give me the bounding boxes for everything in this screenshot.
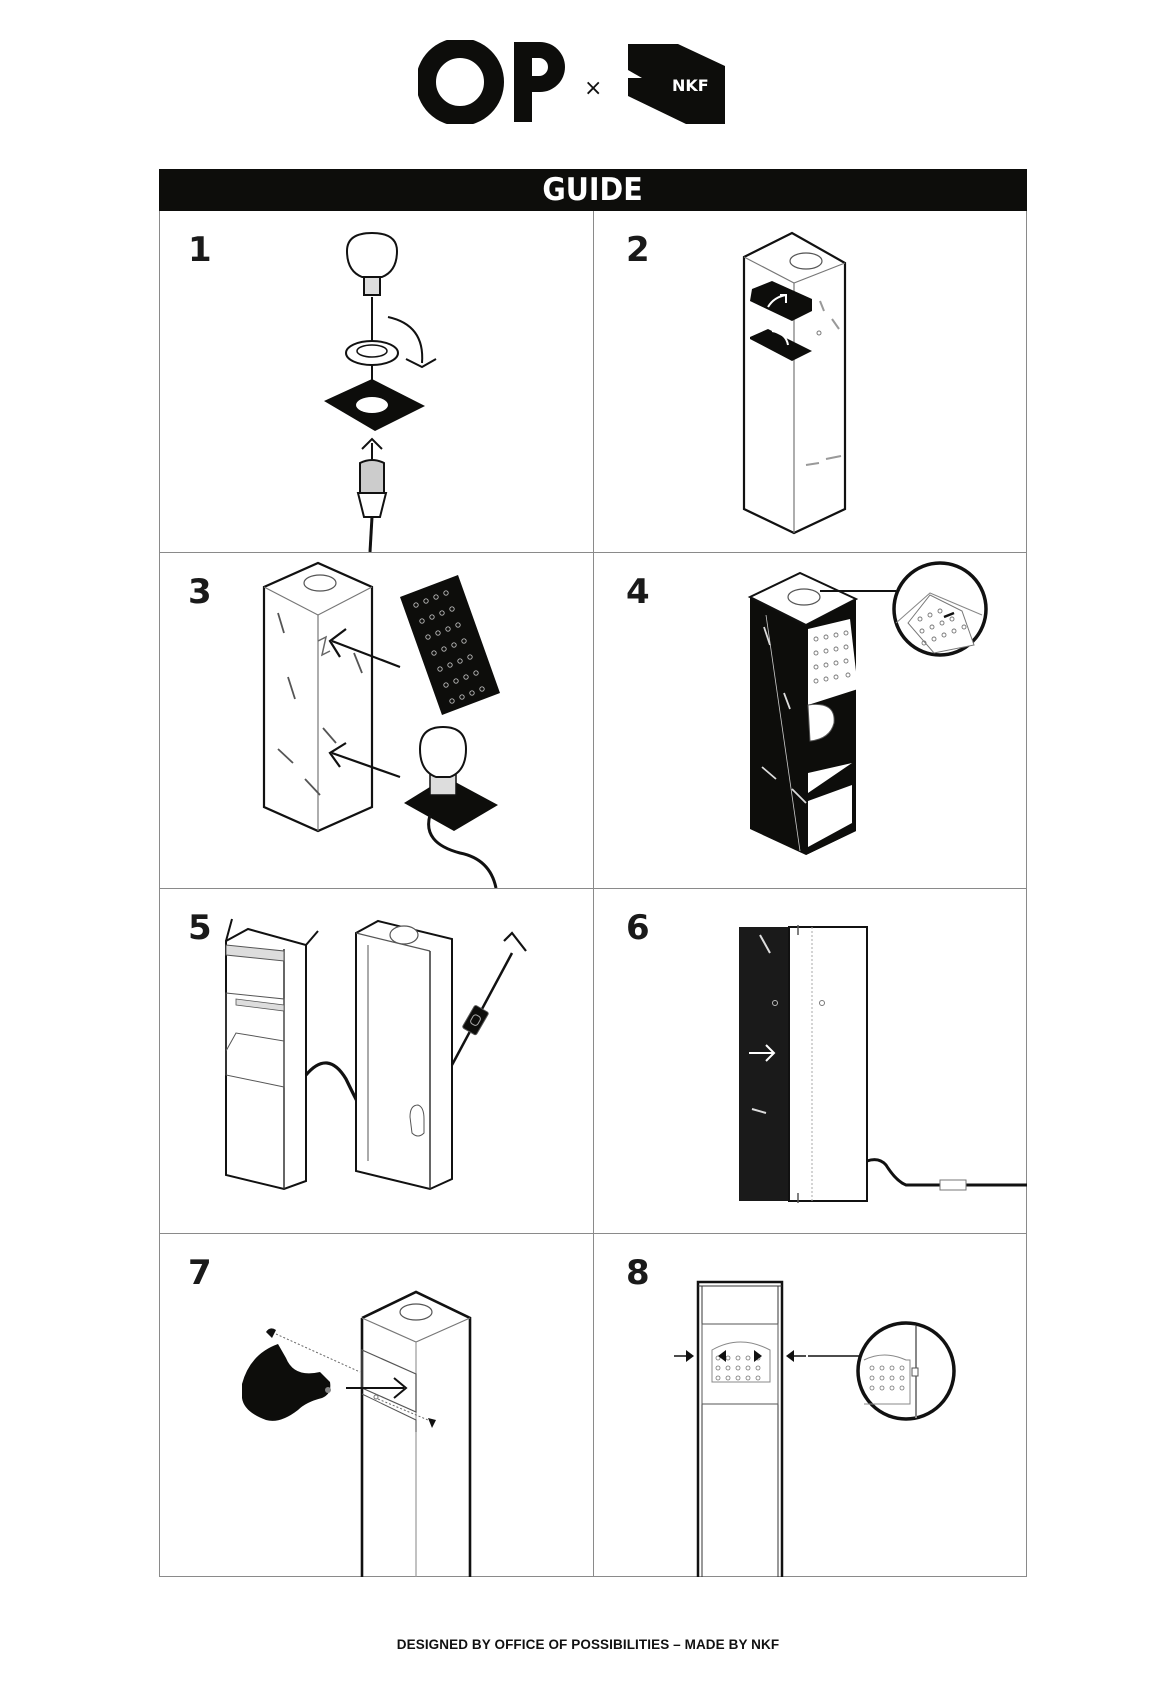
inline-switch-icon <box>939 1179 967 1191</box>
screw-icon <box>266 1328 361 1373</box>
screw-icon <box>373 1394 436 1428</box>
step-4-illustration <box>747 561 988 855</box>
top-tab <box>750 281 812 321</box>
step-number: 3 <box>188 572 212 612</box>
step-number: 2 <box>626 230 650 270</box>
step-8-illustration <box>674 1280 956 1577</box>
cover-panel <box>739 927 789 1201</box>
step-1-illustration <box>324 231 437 552</box>
step-panel-2: 2 <box>594 211 1027 552</box>
step-number: 4 <box>626 572 650 612</box>
open-housing-left <box>225 918 319 1191</box>
bottom-tab <box>750 329 812 361</box>
step-number: 1 <box>188 230 212 270</box>
step-panel-6: 6 <box>594 889 1027 1233</box>
step-5-illustration <box>225 918 527 1191</box>
up-arrow-icon <box>361 437 383 450</box>
step-panel-1: 1 <box>160 211 593 552</box>
step-number: 6 <box>626 908 650 948</box>
housing-right <box>355 919 453 1191</box>
direction-arrow-icon <box>503 931 527 952</box>
grid-divider-row <box>160 552 1026 553</box>
clip-arrows-icon <box>674 1350 806 1362</box>
footer-credits: DESIGNED BY OFFICE OF POSSIBILITIES – MA… <box>396 1637 780 1652</box>
housing-front <box>788 926 868 1202</box>
bulb-icon <box>345 231 399 296</box>
grid-divider-row <box>160 888 1026 889</box>
grid-divider-vertical <box>593 211 594 1576</box>
housing-front <box>696 1280 784 1577</box>
step-number: 7 <box>188 1253 212 1293</box>
bracket-icon <box>242 1344 331 1421</box>
nkf-logo: NKF <box>626 42 728 126</box>
page-title: GUIDE <box>542 172 644 208</box>
power-cable <box>866 1158 1027 1187</box>
perforated-panel-icon <box>400 575 500 715</box>
socket-icon <box>356 459 388 518</box>
nkf-logo-text: NKF <box>672 76 709 95</box>
step-panel-7: 7 <box>160 1234 593 1577</box>
insert-arrow-icon <box>331 639 401 669</box>
housing-outline <box>361 1290 472 1577</box>
inline-switch-icon <box>462 1005 489 1036</box>
step-panel-8: 8 <box>594 1234 1027 1577</box>
perforated-shade <box>808 619 858 705</box>
nkf-logo-mark: NKF <box>628 44 725 124</box>
detail-zoom-circle <box>892 561 988 657</box>
step-panel-3: 3 <box>160 553 593 888</box>
step-panel-5: 5 <box>160 889 593 1233</box>
op-logo-mark <box>416 38 565 126</box>
top-hole <box>789 252 823 270</box>
step-panel-4: 4 <box>594 553 1027 888</box>
steps-grid: 1 <box>159 211 1027 1577</box>
step-7-illustration <box>242 1290 472 1577</box>
mounting-plate-icon <box>324 379 425 431</box>
step-6-illustration <box>739 925 1027 1203</box>
step-number: 8 <box>626 1253 650 1293</box>
step-3-illustration <box>262 561 500 888</box>
insert-arrow-icon <box>331 751 401 779</box>
collab-separator: × <box>584 76 603 101</box>
step-number: 5 <box>188 908 212 948</box>
detail-zoom-circle <box>856 1321 956 1421</box>
rotate-arrow-icon <box>387 316 424 364</box>
grid-divider-row <box>160 1233 1026 1234</box>
ring-nut-icon <box>345 340 399 366</box>
step-2-illustration <box>742 231 847 535</box>
guide-title-bar: GUIDE <box>159 169 1027 211</box>
op-logo <box>416 38 570 126</box>
power-cable <box>368 516 374 552</box>
bulb-on-plate-icon <box>404 725 498 888</box>
